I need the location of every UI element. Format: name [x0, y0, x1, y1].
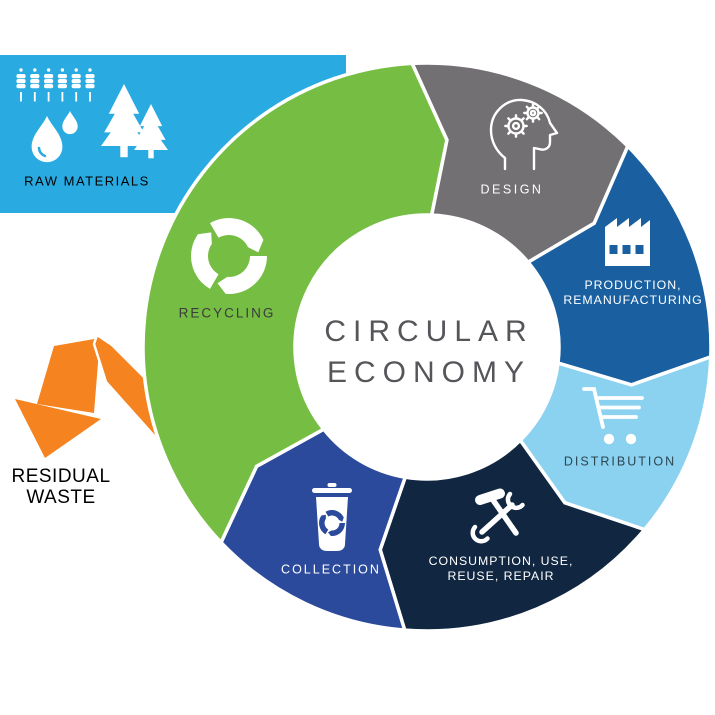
head-gears-icon	[489, 98, 559, 171]
recycle-arrow	[325, 509, 344, 522]
residual-waste-line1: RESIDUAL	[11, 466, 111, 487]
segment-label-consumption: CONSUMPTION, USE, REUSE, REPAIR	[429, 554, 574, 584]
wheat-stalk	[16, 68, 26, 102]
factory-windows	[609, 245, 644, 254]
segment-label-collection: COLLECTION	[281, 562, 381, 577]
recycle-arrows-icon	[191, 218, 268, 295]
production-line2: REMANUFACTURING	[563, 293, 703, 307]
wheat-stalk	[71, 68, 81, 102]
head-outline	[489, 98, 559, 171]
wrench-jaw-bottom	[470, 524, 490, 544]
residual-arrow-head	[15, 399, 101, 458]
raw-materials-label: RAW MATERIALS	[24, 173, 150, 189]
trees-icon	[101, 84, 168, 159]
diagram-title: CIRCULAR ECONOMY	[324, 311, 533, 393]
recycle-arrow	[328, 523, 346, 537]
water-drop-small	[62, 111, 78, 135]
gear-icon	[504, 103, 543, 138]
segment-label-design: DESIGN	[480, 182, 544, 197]
production-line1: PRODUCTION,	[584, 278, 682, 292]
recycle-arrow	[191, 232, 219, 289]
wheat-stalk	[85, 68, 95, 102]
wheat-stalk	[44, 68, 54, 102]
title-line1: CIRCULAR	[324, 315, 534, 348]
recycle-bin-icon	[312, 483, 352, 551]
hammer-handle	[490, 497, 519, 536]
wrench-handle	[479, 502, 515, 535]
consumption-line2: REUSE, REPAIR	[447, 569, 555, 583]
tree-small-bottom	[134, 126, 168, 150]
cart-wheel	[603, 433, 615, 445]
tree-large-trunk	[120, 146, 128, 158]
residual-waste-line2: WASTE	[26, 487, 96, 508]
segment-label-recycling: RECYCLING	[178, 305, 276, 321]
wheat-icon	[16, 68, 95, 102]
bin-body	[316, 497, 348, 551]
factory-icon	[605, 218, 650, 266]
water-drops-icon	[31, 111, 78, 163]
tree-large-bottom	[101, 113, 147, 146]
cart-handle	[582, 387, 605, 429]
segment-label-distribution: DISTRIBUTION	[563, 454, 677, 469]
hammer-head	[475, 488, 505, 505]
cart-wheel	[625, 433, 637, 445]
tools-icon	[470, 488, 525, 544]
wheat-stalk	[57, 68, 67, 102]
residual-waste-arrow	[15, 333, 167, 458]
residual-waste-label: RESIDUAL WASTE	[11, 466, 110, 508]
recycle-arrow	[210, 218, 264, 253]
wrench-jaw-top	[505, 491, 525, 511]
donut-inner-circle	[296, 216, 558, 478]
recycling-segment	[141, 61, 449, 546]
wheat-stalk	[30, 68, 40, 102]
residual-arrow-band	[37, 338, 100, 413]
recycle-arrow	[318, 514, 329, 535]
water-drop-shine	[37, 146, 47, 158]
consumption-line1: CONSUMPTION, USE,	[428, 554, 574, 568]
recycle-arrow	[217, 256, 268, 295]
bin-recycle-mark	[318, 509, 346, 537]
title-line2: ECONOMY	[326, 356, 532, 389]
tree-small-trunk	[148, 150, 154, 159]
bin-lid-handle	[327, 483, 337, 487]
segment-label-production: PRODUCTION, REMANUFACTURING	[563, 278, 702, 308]
bin-lid	[312, 488, 352, 493]
cart-basket	[597, 396, 644, 419]
cart-icon	[582, 387, 644, 445]
